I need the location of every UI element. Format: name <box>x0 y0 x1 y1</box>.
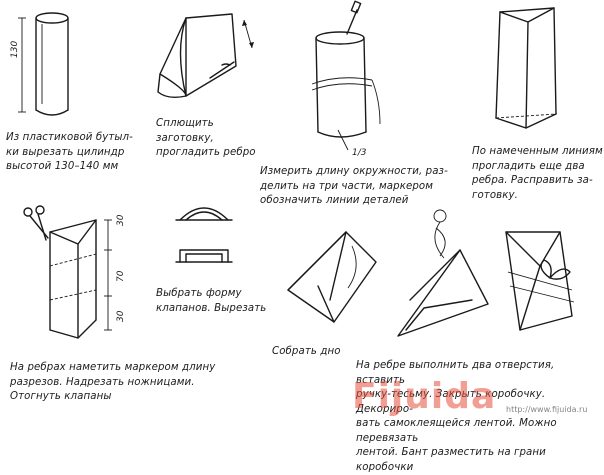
bottom-flap-dim-label: 30 <box>116 310 126 322</box>
step-7-caption: Собрать дно <box>272 346 341 357</box>
height-dimension-label: 130 <box>10 40 20 58</box>
diagram-canvas <box>18 0 575 339</box>
top-flap-dim-label: 30 <box>116 214 126 226</box>
step-8-finished-box <box>397 209 575 337</box>
watermark-brand: Fijuida <box>352 376 497 417</box>
step-7-assemble-bottom <box>287 231 377 323</box>
step-1-caption: Из пластиковой бутыл- ки вырезать цилинд… <box>6 132 133 172</box>
step-2-flattened-tube <box>157 13 254 99</box>
middle-dim-label: 70 <box>116 270 126 282</box>
step-6-flap-shapes <box>175 207 233 263</box>
step-3-measure-circumference <box>311 0 381 151</box>
watermark-url: http://www.fijuida.ru <box>506 405 588 414</box>
step-5-cut-flaps <box>23 205 112 339</box>
step-2-caption: Сплющить заготовку, прогладить ребро <box>156 118 256 158</box>
fraction-label: 1/3 <box>352 148 367 158</box>
step-6-caption: Выбрать форму клапанов. Вырезать <box>156 288 267 314</box>
step-3-caption: Измерить длину окружности, раз- делить н… <box>260 166 448 206</box>
step-4-triangular-prism <box>495 7 557 129</box>
step-5-caption: На ребрах наметить маркером длину разрез… <box>10 362 216 402</box>
step-4-caption: По намеченным линиям прогладить еще два … <box>472 146 603 201</box>
step-1-cylinder <box>18 12 69 116</box>
